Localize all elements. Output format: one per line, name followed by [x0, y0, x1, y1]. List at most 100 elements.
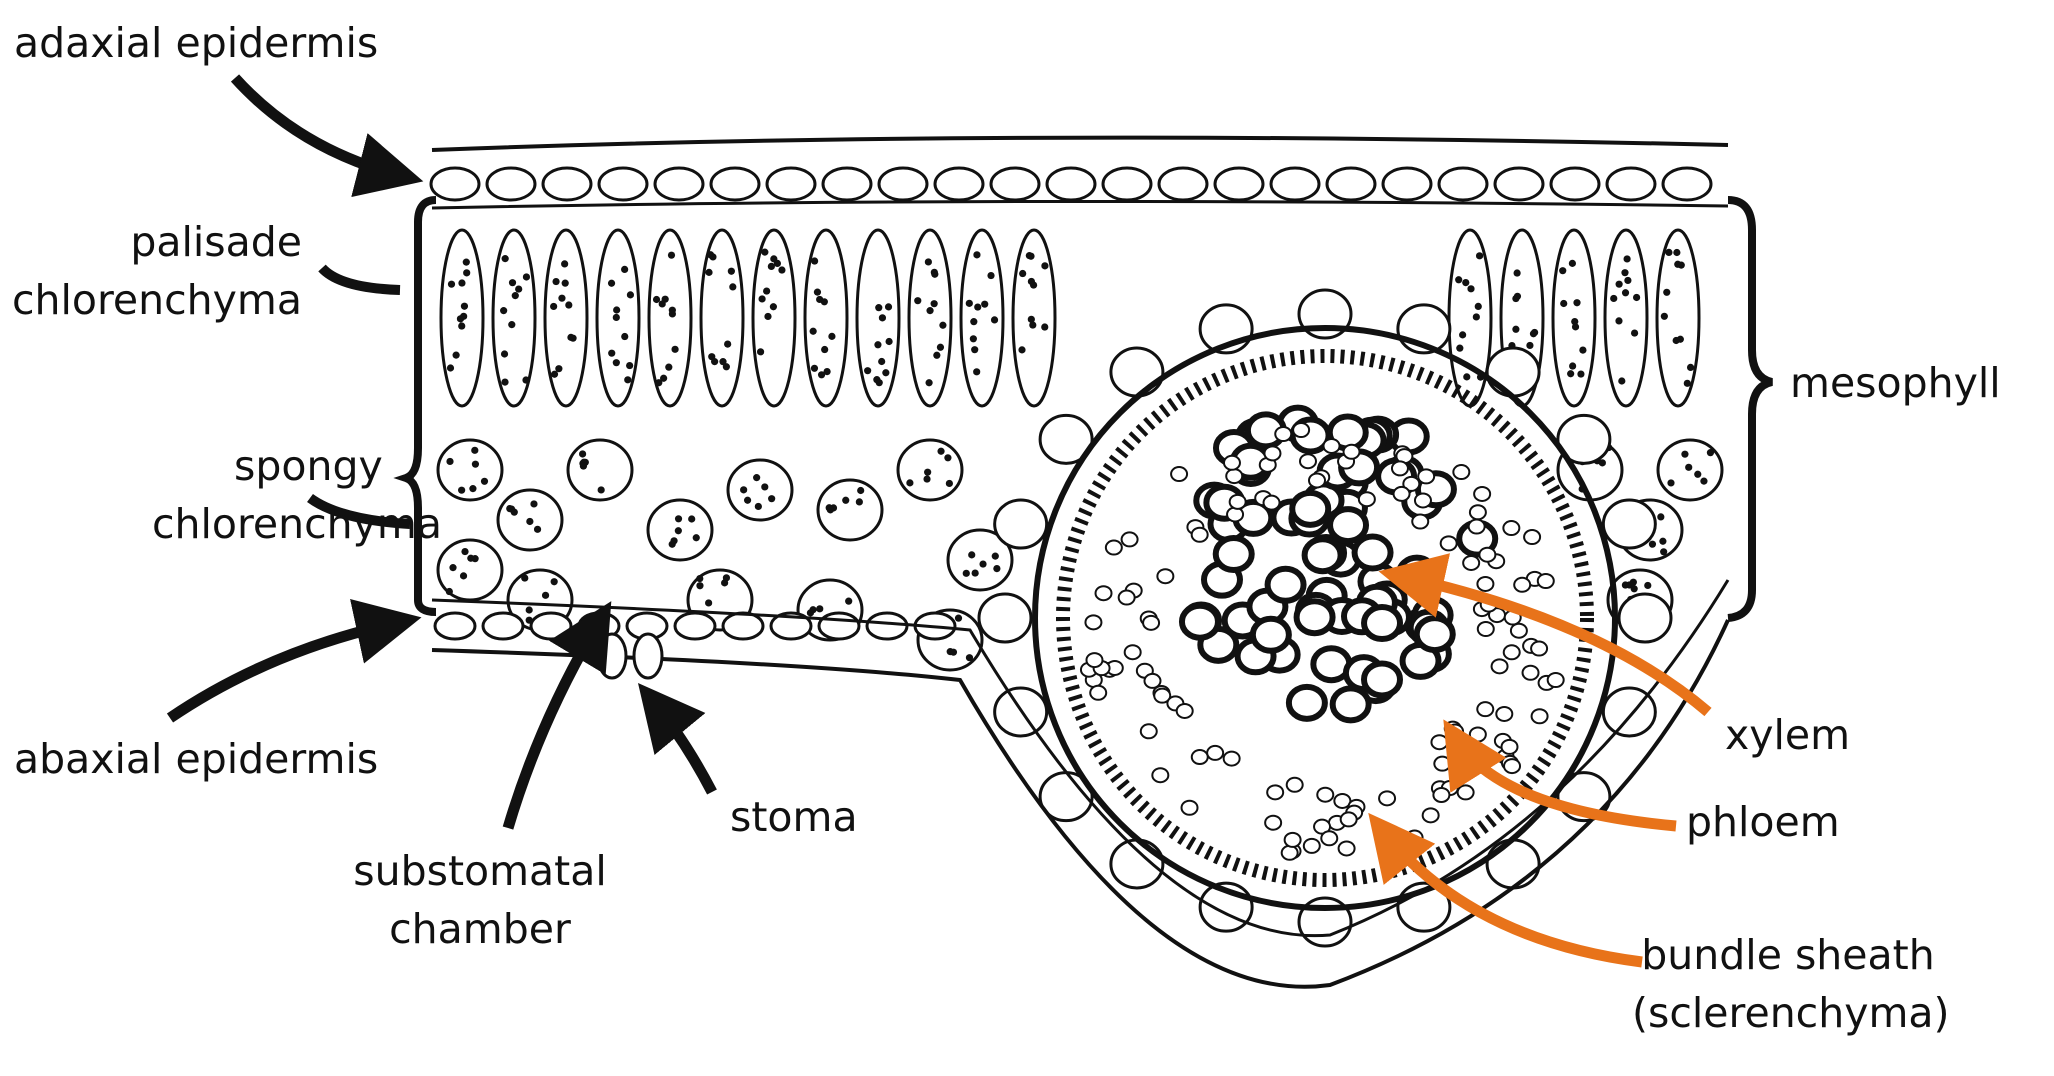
chloroplast-dot [1513, 269, 1521, 277]
chloroplast-dot [1677, 261, 1685, 269]
chloroplast-dot [511, 292, 519, 300]
phloem-cell [1390, 460, 1409, 477]
chloroplast-dot [767, 262, 775, 270]
phloem-cell [1262, 494, 1281, 511]
phloem-cell [1476, 621, 1495, 638]
chloroplast-dot [810, 364, 819, 372]
chloroplast-dot [944, 454, 952, 462]
chloroplast-dot [878, 314, 887, 322]
chloroplast-dot [756, 348, 765, 356]
phloem-cell [1405, 829, 1424, 846]
palisade-cell [699, 228, 745, 408]
chloroplast-dot [1700, 477, 1708, 485]
upper-epidermis-cell [1045, 166, 1097, 202]
chloroplast-dot [667, 251, 676, 259]
upper-epidermis-cell [765, 166, 817, 202]
vascular-bundle-boundary [1032, 325, 1618, 911]
phloem-cell [1417, 468, 1436, 485]
chloroplast-dot [826, 506, 835, 514]
chloroplast-dot [991, 552, 999, 560]
label-bundle-sheath-line1: bundle sheath [1641, 931, 1935, 979]
chloroplast-dot [674, 527, 682, 535]
phloem-cell [1084, 614, 1103, 631]
chloroplast-dot [945, 479, 953, 488]
phloem-cell [1452, 464, 1471, 481]
phloem-cell [1117, 589, 1136, 606]
phloem-cell [1502, 520, 1521, 537]
label-mesophyll: mesophyll [1790, 359, 2001, 407]
chloroplast-dot [1041, 323, 1049, 331]
chloroplast-dot [1660, 312, 1668, 320]
phloem-cell [1170, 466, 1189, 483]
chloroplast-dot [447, 280, 456, 288]
phloem-cell [1302, 837, 1321, 854]
phloem-cell [1123, 644, 1142, 661]
phloem-cell [1283, 831, 1302, 848]
stoma-arrow [638, 683, 717, 795]
phloem-cell [1226, 506, 1245, 523]
chloroplast-dot [1615, 317, 1623, 325]
chloroplast-dot [875, 304, 883, 312]
chloroplast-dot [874, 341, 882, 349]
upper-epidermis-cell [1269, 166, 1321, 202]
chloroplast-dot [480, 477, 489, 485]
phloem-cell [1322, 437, 1341, 454]
chloroplast-dot [969, 335, 977, 343]
upper-epidermis-cell [1381, 166, 1433, 202]
chloroplast-dot [811, 257, 819, 265]
chloroplast-dot [721, 579, 729, 587]
chloroplast-dot [949, 648, 958, 656]
chloroplast-dot [692, 534, 700, 542]
chloroplast-dot [1459, 331, 1467, 339]
chloroplast-dot [1027, 277, 1036, 286]
upper-epidermis-cell [1605, 166, 1657, 202]
chloroplast-dot [1623, 255, 1631, 263]
phloem-cell [1462, 554, 1481, 571]
chloroplast-dot [761, 483, 769, 491]
xylem-vessel [1351, 533, 1394, 572]
abaxial-epidermis-arrow [166, 599, 422, 723]
lower-epidermis-cell [769, 611, 813, 641]
phloem-cell [1536, 572, 1555, 589]
chloroplast-dot [458, 486, 466, 494]
chloroplast-dot [607, 279, 616, 287]
chloroplast-dot [458, 279, 466, 287]
chloroplast-dot [533, 525, 542, 533]
chloroplast-dot [1665, 248, 1673, 256]
phloem-cell [1298, 453, 1317, 470]
chloroplast-dot [555, 365, 563, 373]
chloroplast-dot [671, 345, 679, 353]
chloroplast-dot [1644, 581, 1652, 590]
chloroplast-dot [971, 569, 979, 577]
chloroplast-dot [550, 302, 558, 311]
chloroplast-dot [1571, 317, 1579, 326]
palisade-bracket [393, 196, 437, 616]
phloem-cell [1439, 535, 1458, 552]
chloroplast-dot [965, 654, 974, 662]
chloroplast-dot [1681, 450, 1689, 458]
substomatal-chamber-arrow [502, 601, 612, 830]
chloroplast-dot [561, 260, 569, 268]
chloroplast-dot [930, 300, 938, 308]
chloroplast-dot [1706, 449, 1715, 457]
chloroplast-dot [530, 500, 538, 508]
bundle-parenchyma-cell [1485, 346, 1541, 398]
label-bundle-sheath-line2: (sclerenchyma) [1632, 989, 1950, 1037]
phloem-cell [1502, 644, 1521, 661]
chloroplast-dot [875, 379, 883, 387]
chloroplast-dot [973, 251, 981, 259]
lower-epidermis-cell [817, 611, 861, 641]
chloroplast-dot [1568, 259, 1576, 267]
phloem-cell [1413, 492, 1432, 509]
phloem-cell [1378, 790, 1397, 807]
chloroplast-dot [971, 346, 979, 354]
chloroplast-dot [981, 300, 989, 308]
chloroplast-dot [1029, 321, 1037, 329]
upper-epidermis-cell [541, 166, 593, 202]
lower-epidermis-cell [481, 611, 525, 641]
chloroplast-dot [522, 376, 530, 384]
chloroplast-dot [471, 555, 479, 563]
spongy-pointer [307, 493, 411, 529]
chloroplast-dot [652, 295, 661, 304]
